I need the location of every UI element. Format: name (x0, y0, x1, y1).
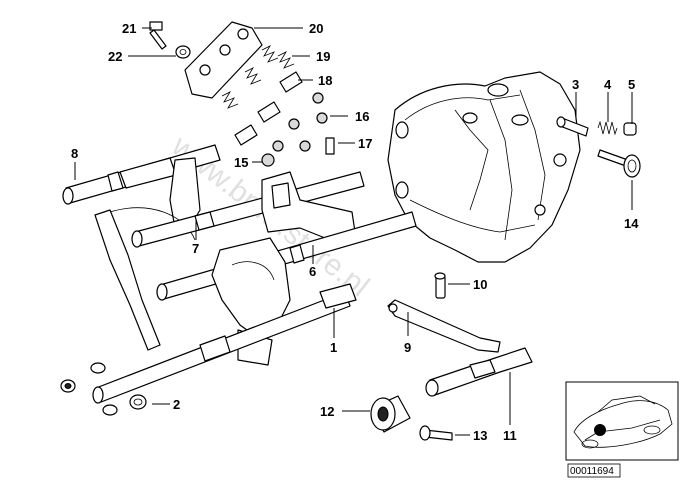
callout-16: 16 (355, 109, 369, 124)
callout-5: 5 (628, 77, 635, 92)
shift-fork-large-left (94, 157, 201, 351)
part-15-ball (261, 153, 275, 167)
callout-15: 15 (234, 155, 248, 170)
part-1-shift-rod (92, 283, 357, 404)
callout-12: 12 (320, 404, 334, 419)
leader-lines (74, 27, 633, 436)
callout-10: 10 (473, 277, 487, 292)
part-22-washer (175, 45, 191, 59)
callout-1: 1 (330, 340, 337, 355)
callout-numbers: 21 22 20 19 18 16 17 15 3 4 5 14 8 7 6 1… (71, 21, 639, 443)
part-21-bolt (149, 21, 167, 50)
gearbox-housing (387, 71, 581, 263)
callout-13: 13 (473, 428, 487, 443)
callout-17: 17 (358, 136, 372, 151)
inset-location-marker (594, 424, 606, 436)
callout-21: 21 (122, 21, 136, 36)
part-19-springs (221, 45, 295, 109)
callout-2: 2 (173, 397, 180, 412)
part-4-spring (597, 120, 618, 136)
callout-8: 8 (71, 146, 78, 161)
reference-code: 00011694 (570, 466, 614, 477)
callout-9: 9 (404, 340, 411, 355)
callout-18: 18 (318, 73, 332, 88)
part-10-pin (434, 272, 446, 299)
inset-car-thumbnail: 00011694 (565, 381, 679, 478)
callout-4: 4 (604, 77, 612, 92)
part-16-balls (272, 92, 328, 152)
part-18-pins (234, 71, 303, 146)
callout-11: 11 (503, 428, 517, 443)
callout-7: 7 (192, 241, 199, 256)
part-2-washers (60, 362, 147, 416)
part-13-screw (419, 425, 453, 441)
part-5-plug (623, 122, 637, 136)
part-3-bolt (556, 116, 589, 137)
callout-22: 22 (108, 49, 122, 64)
callout-14: 14 (624, 216, 639, 231)
part-9-lever (387, 299, 501, 353)
callout-20: 20 (309, 21, 323, 36)
part-14-screw (597, 149, 641, 178)
part-12-coupling (370, 395, 411, 433)
part-11-selector-shaft (425, 347, 533, 397)
callout-19: 19 (316, 49, 330, 64)
callout-3: 3 (572, 77, 579, 92)
part-17-pin (325, 137, 335, 155)
part-20-detent-plate (184, 21, 263, 99)
callout-6: 6 (309, 264, 316, 279)
